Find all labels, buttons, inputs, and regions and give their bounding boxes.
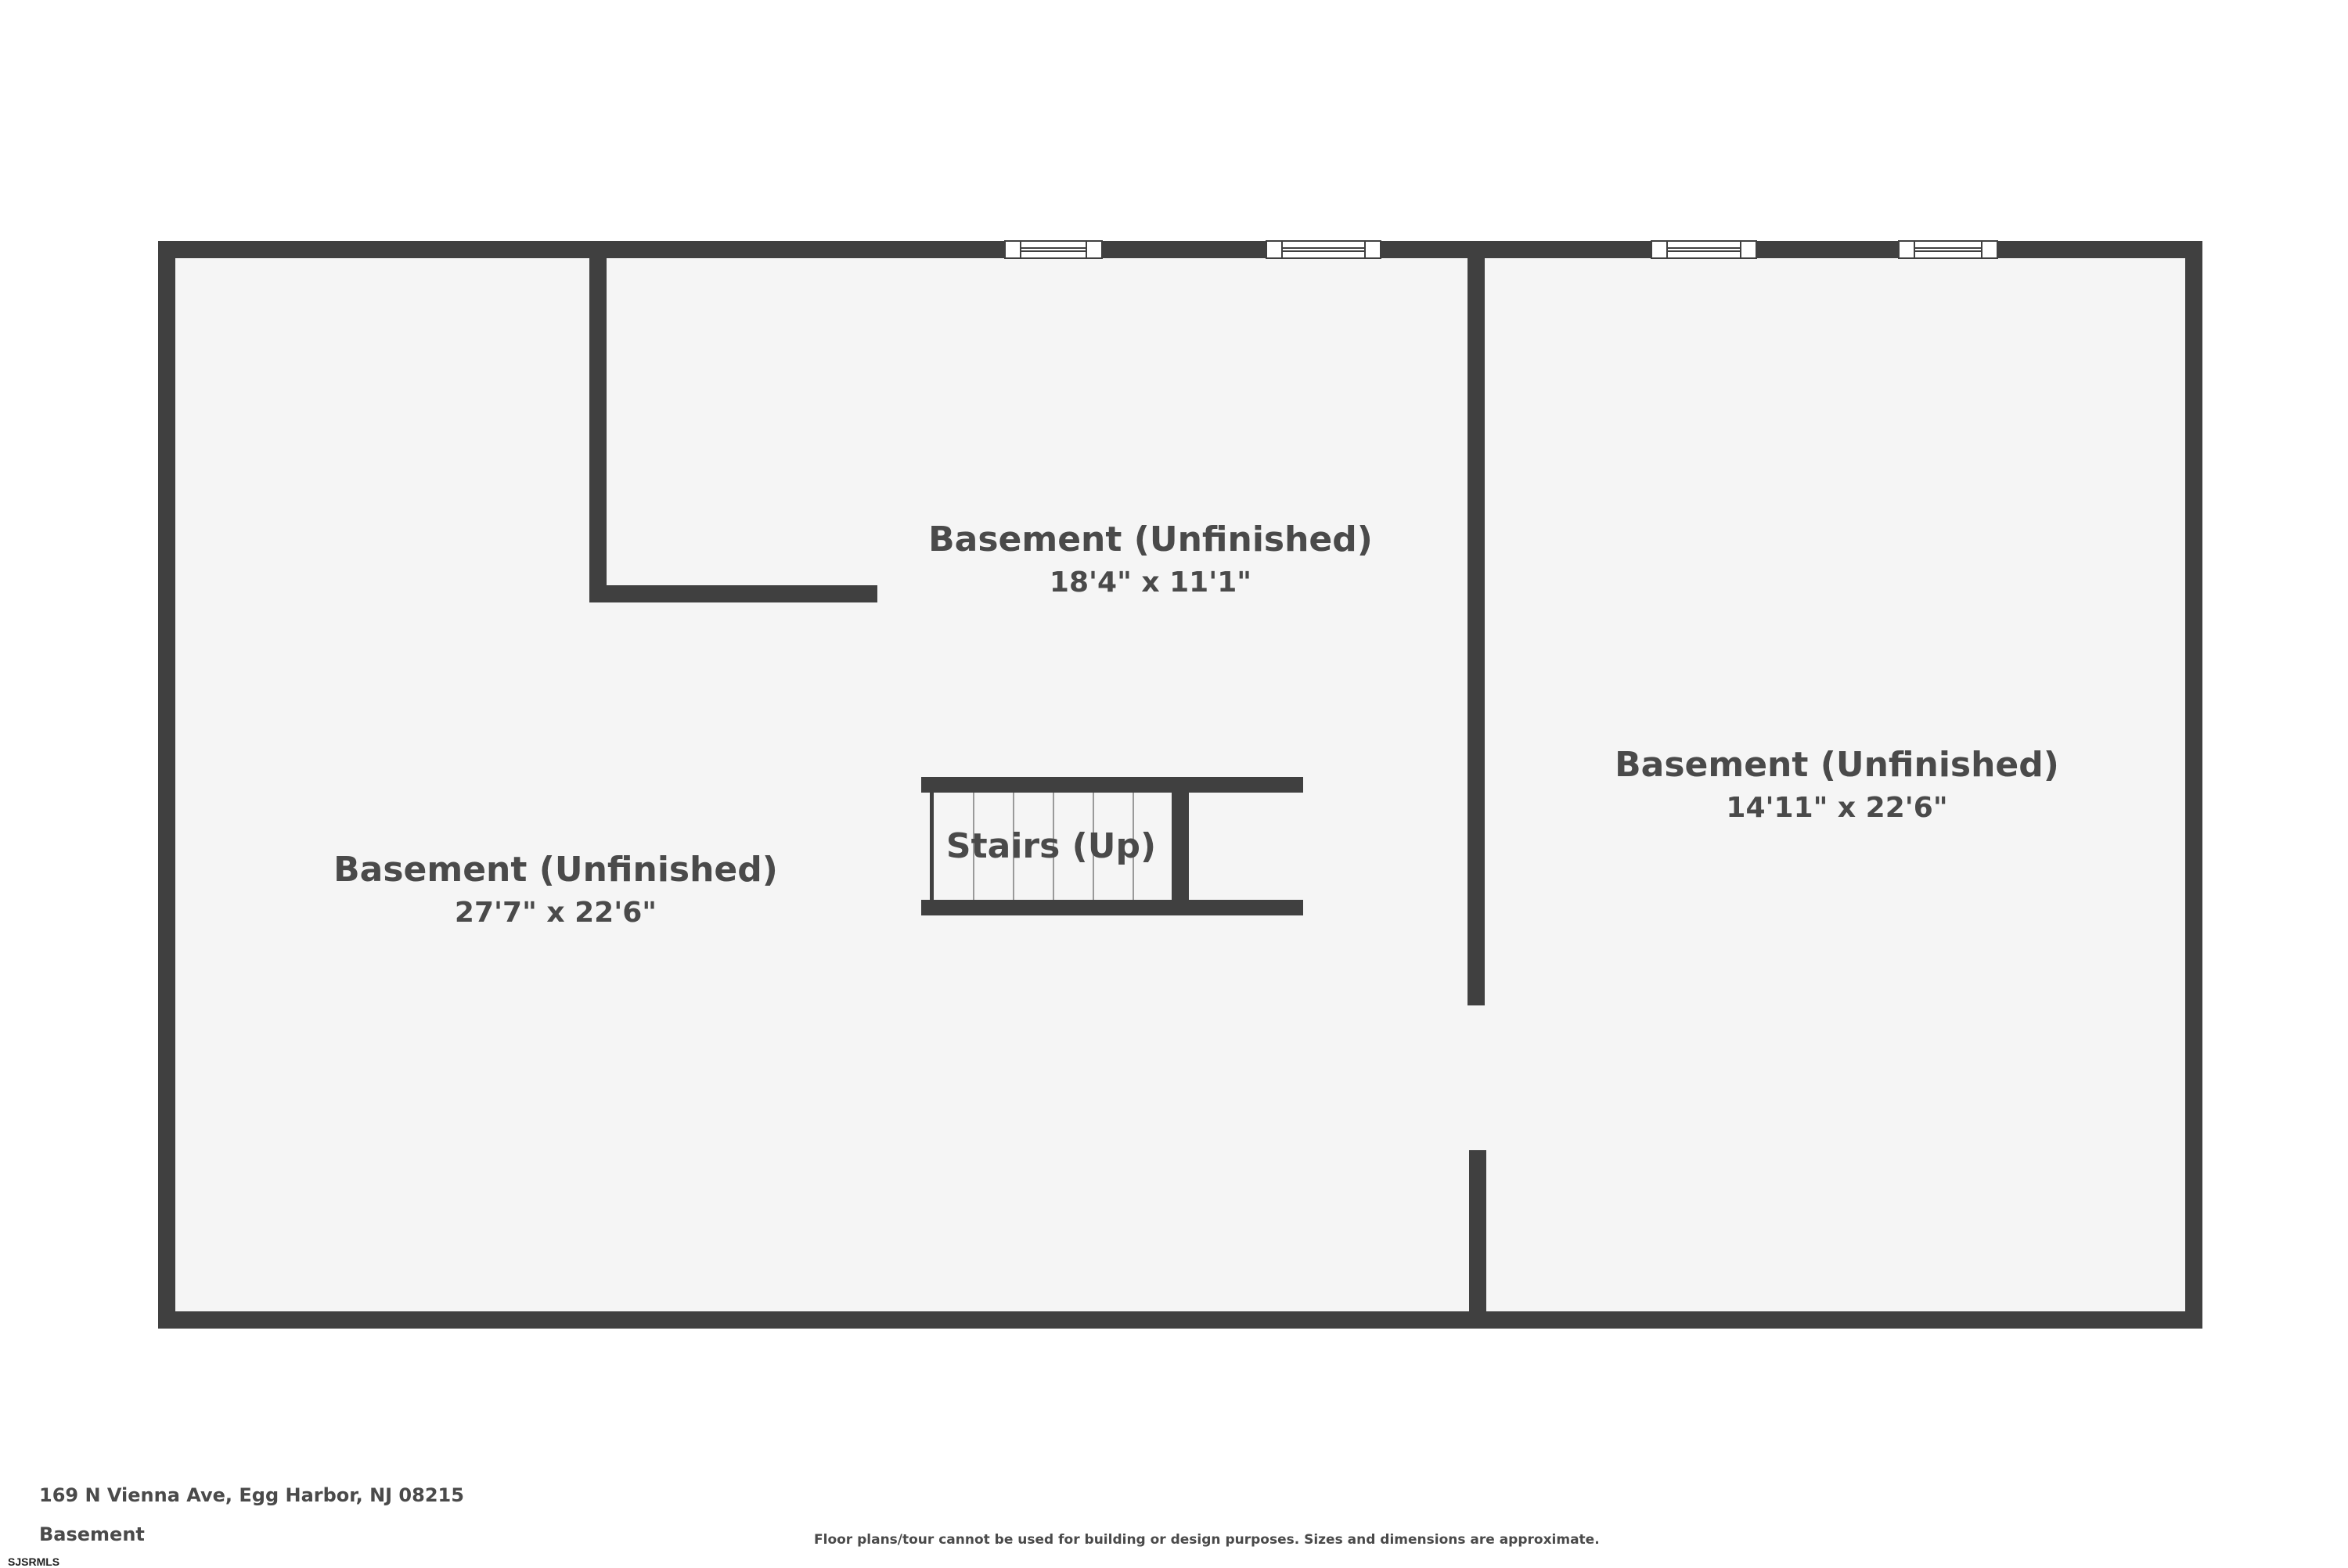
property-address: 169 N Vienna Ave, Egg Harbor, NJ 08215 xyxy=(39,1484,464,1506)
stair-treads xyxy=(973,793,1134,900)
stairs: Stairs (Up) xyxy=(921,777,1303,915)
windows xyxy=(1004,240,1998,259)
window xyxy=(1266,240,1381,259)
room-name: Basement (Unfinished) xyxy=(928,520,1373,559)
stairs-bottom-stringer xyxy=(921,900,1303,915)
wall-interior-vertical-left xyxy=(589,250,607,602)
floor-level-label: Basement xyxy=(39,1523,145,1545)
brand-watermark: SJSRMLS xyxy=(8,1555,60,1568)
disclaimer-text: Floor plans/tour cannot be used for buil… xyxy=(814,1532,1600,1548)
wall-interior-horizontal xyxy=(589,585,877,602)
stairs-top-stringer xyxy=(921,777,1303,793)
interior-walls xyxy=(589,250,1486,1319)
room-right: Basement (Unfinished) 14'11" x 22'6" xyxy=(1615,745,2059,824)
wall-bottom xyxy=(158,1311,2202,1329)
wall-partition-lower xyxy=(1469,1150,1486,1319)
room-dimensions: 18'4" x 11'1" xyxy=(1050,566,1251,599)
window xyxy=(1898,240,1998,259)
stairs-landing-wall xyxy=(1172,785,1189,908)
window xyxy=(1651,240,1757,259)
room-left: Basement (Unfinished) 27'7" x 22'6" xyxy=(333,850,778,929)
wall-partition-upper xyxy=(1468,250,1485,1005)
stairs-end-line xyxy=(930,793,934,900)
wall-right xyxy=(2185,241,2202,1329)
room-top-center: Basement (Unfinished) 18'4" x 11'1" xyxy=(928,520,1373,599)
room-name: Basement (Unfinished) xyxy=(333,850,778,890)
room-dimensions: 14'11" x 22'6" xyxy=(1726,792,1947,824)
room-dimensions: 27'7" x 22'6" xyxy=(455,897,657,929)
wall-left xyxy=(158,241,175,1329)
room-name: Basement (Unfinished) xyxy=(1615,745,2059,785)
stairs-label: Stairs (Up) xyxy=(946,826,1156,866)
window xyxy=(1004,240,1103,259)
wall-top xyxy=(158,241,2202,258)
